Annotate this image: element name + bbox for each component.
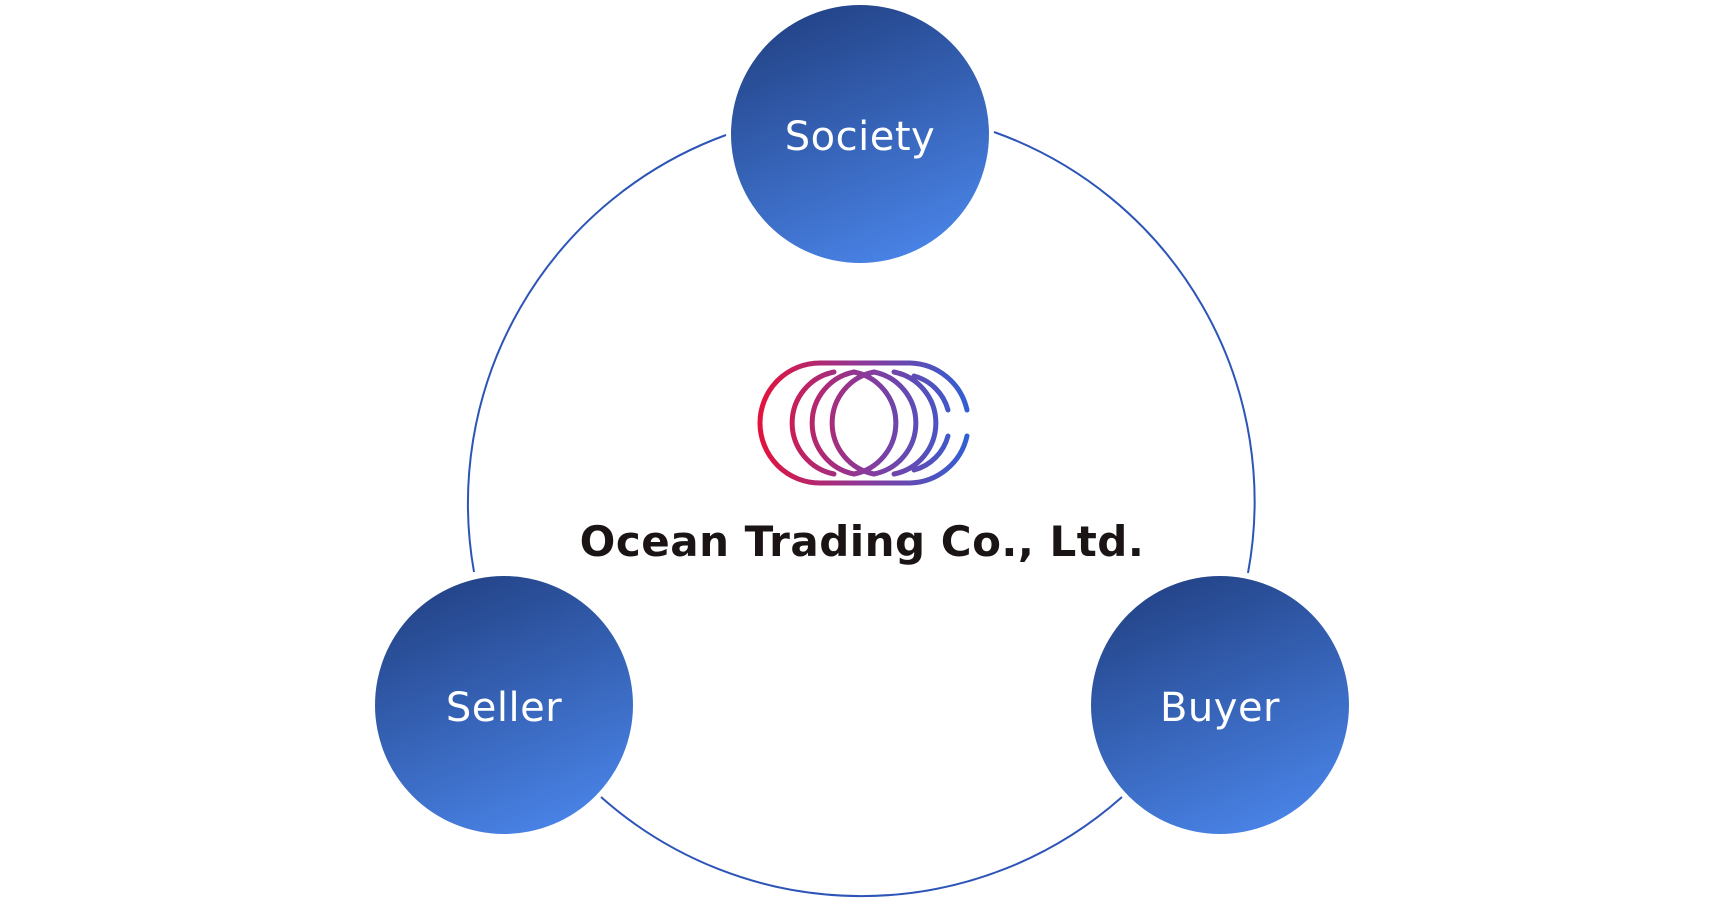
node-buyer-label: Buyer <box>1160 685 1280 731</box>
company-logo-icon <box>757 360 970 486</box>
node-seller-label: Seller <box>446 685 562 731</box>
arc-society-to-seller <box>466 134 727 573</box>
arc-society-to-buyer <box>993 131 1256 574</box>
node-seller-circle <box>375 576 633 834</box>
node-seller: Seller <box>375 576 633 834</box>
node-buyer: Buyer <box>1091 576 1349 834</box>
node-society-label: Society <box>785 114 935 160</box>
node-buyer-circle <box>1091 576 1349 834</box>
company-name: Ocean Trading Co., Ltd. <box>580 517 1145 566</box>
arc-seller-to-buyer <box>600 796 1123 897</box>
node-society-circle <box>731 5 989 263</box>
node-society: Society <box>731 5 989 263</box>
